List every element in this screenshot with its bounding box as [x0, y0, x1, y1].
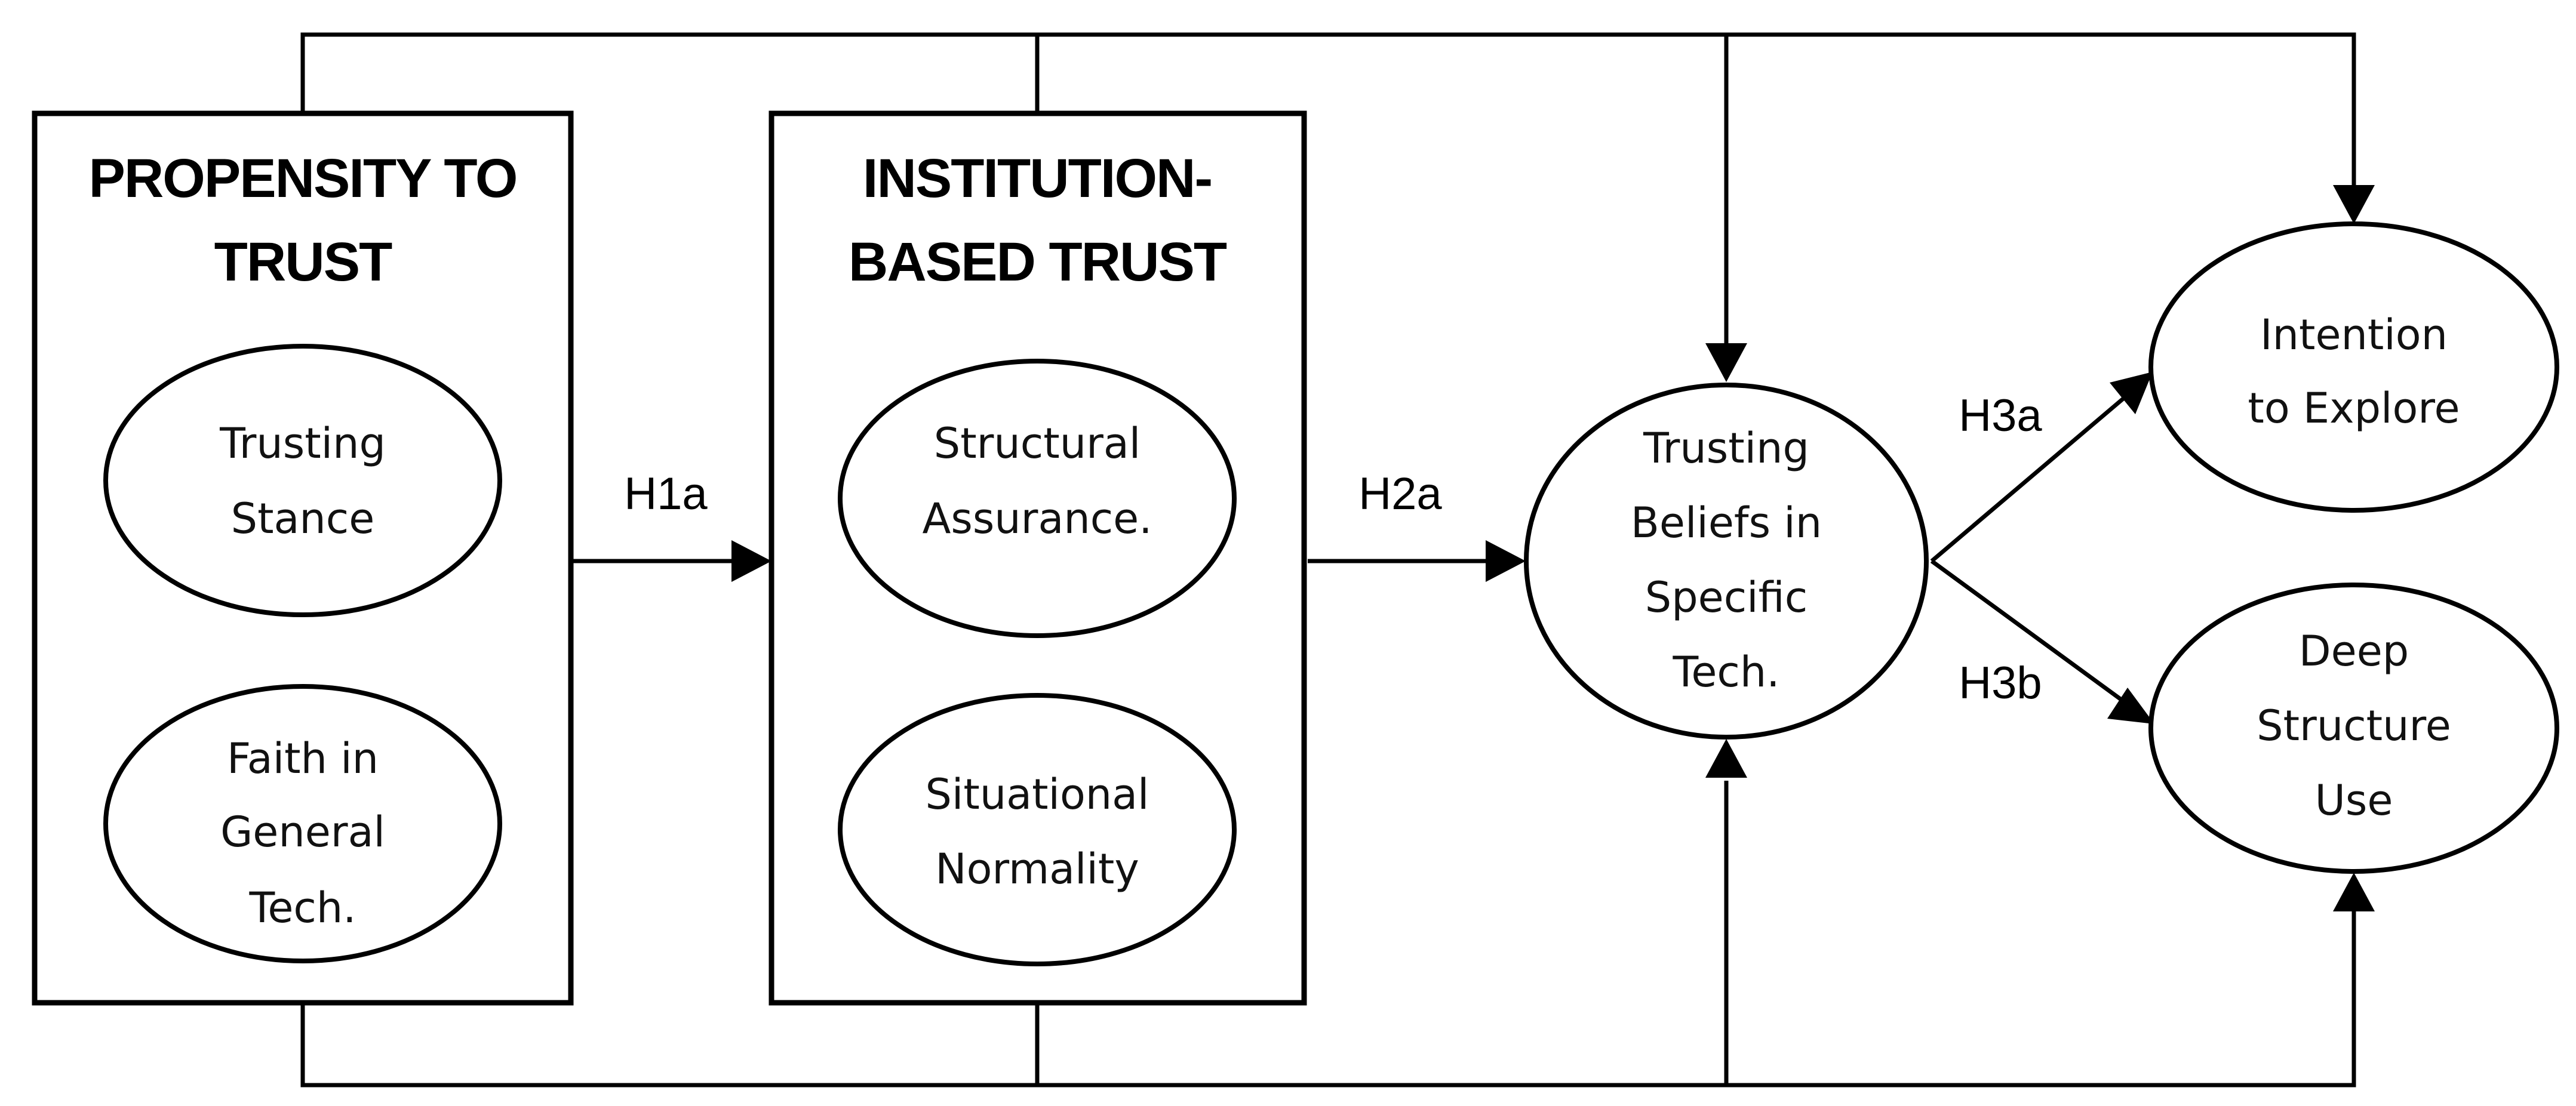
deep-use-label-line3: Use: [2315, 776, 2393, 825]
path-h3a-line: [1930, 392, 2131, 563]
faith-label-line2: General: [220, 808, 385, 857]
intention-to-explore-node: Intention to Explore: [2148, 221, 2559, 513]
deep-use-label-line2: Structure: [2257, 701, 2451, 750]
h3b-label: H3b: [1959, 658, 2042, 708]
arrowhead-h1a: [731, 540, 771, 582]
arrowhead-top-to-beliefs: [1705, 343, 1747, 382]
intention-label-line2: to Explore: [2248, 384, 2460, 433]
trusting-beliefs-node: Trusting Beliefs in Specific Tech.: [1524, 383, 1929, 740]
intention-to-explore-oval: [2148, 221, 2559, 513]
trusting-beliefs-label-line4: Tech.: [1672, 648, 1779, 697]
institution-title-line1: INSTITUTION-: [863, 148, 1212, 209]
deep-structure-use-node: Deep Structure Use: [2148, 583, 2559, 874]
trusting-beliefs-label-line1: Trusting: [1643, 424, 1809, 473]
h2a-label: H2a: [1358, 469, 1442, 519]
trusting-stance-label-line2: Stance: [231, 494, 375, 543]
trusting-beliefs-label-line3: Specific: [1645, 573, 1807, 622]
structural-assurance-oval: [838, 359, 1237, 638]
situational-normality-oval: [838, 693, 1237, 966]
institution-based-trust-group: INSTITUTION- BASED TRUST Structural Assu…: [769, 110, 1307, 1006]
connectors: [300, 32, 2356, 1087]
bottom-connector-line: [300, 908, 2356, 1087]
arrowheads: [731, 185, 2375, 911]
trusting-stance-label-line1: Trusting: [219, 419, 386, 468]
trusting-beliefs-label-line2: Beliefs in: [1631, 498, 1822, 547]
arrowhead-h3b: [2107, 688, 2154, 724]
situational-normality-label-line2: Normality: [935, 845, 1139, 894]
top-connector-line: [300, 32, 2356, 197]
faith-label-line3: Tech.: [248, 883, 356, 932]
arrowhead-top-to-intention: [2333, 185, 2375, 224]
faith-in-general-tech-oval: [103, 684, 502, 963]
institution-title-line2: BASED TRUST: [849, 232, 1227, 292]
structural-assurance-label-line1: Structural: [934, 419, 1141, 468]
trusting-stance-oval: [103, 344, 502, 617]
arrowhead-h2a: [1486, 540, 1526, 582]
deep-structure-use-oval: [2148, 583, 2559, 874]
propensity-to-trust-group: PROPENSITY TO TRUST Trusting Stance Fait…: [32, 110, 574, 1006]
structural-assurance-label-line2: Assurance.: [922, 494, 1152, 543]
situational-normality-label-line1: Situational: [925, 770, 1149, 819]
propensity-title-line2: TRUST: [214, 232, 392, 292]
arrowhead-h3a: [2110, 372, 2153, 414]
intention-label-line1: Intention: [2260, 310, 2448, 359]
h3a-label: H3a: [1959, 390, 2042, 441]
arrowhead-bottom-to-beliefs: [1705, 739, 1747, 778]
deep-use-label-line1: Deep: [2299, 627, 2409, 676]
arrowhead-bottom-to-deep-use: [2333, 873, 2375, 911]
faith-label-line1: Faith in: [227, 734, 379, 783]
path-h3b-line: [1930, 559, 2134, 709]
trusting-beliefs-oval: [1524, 383, 1929, 740]
propensity-title-line1: PROPENSITY TO: [88, 148, 517, 209]
h1a-label: H1a: [624, 469, 708, 519]
path-labels: H1a H2a H3a H3b: [624, 390, 2042, 708]
